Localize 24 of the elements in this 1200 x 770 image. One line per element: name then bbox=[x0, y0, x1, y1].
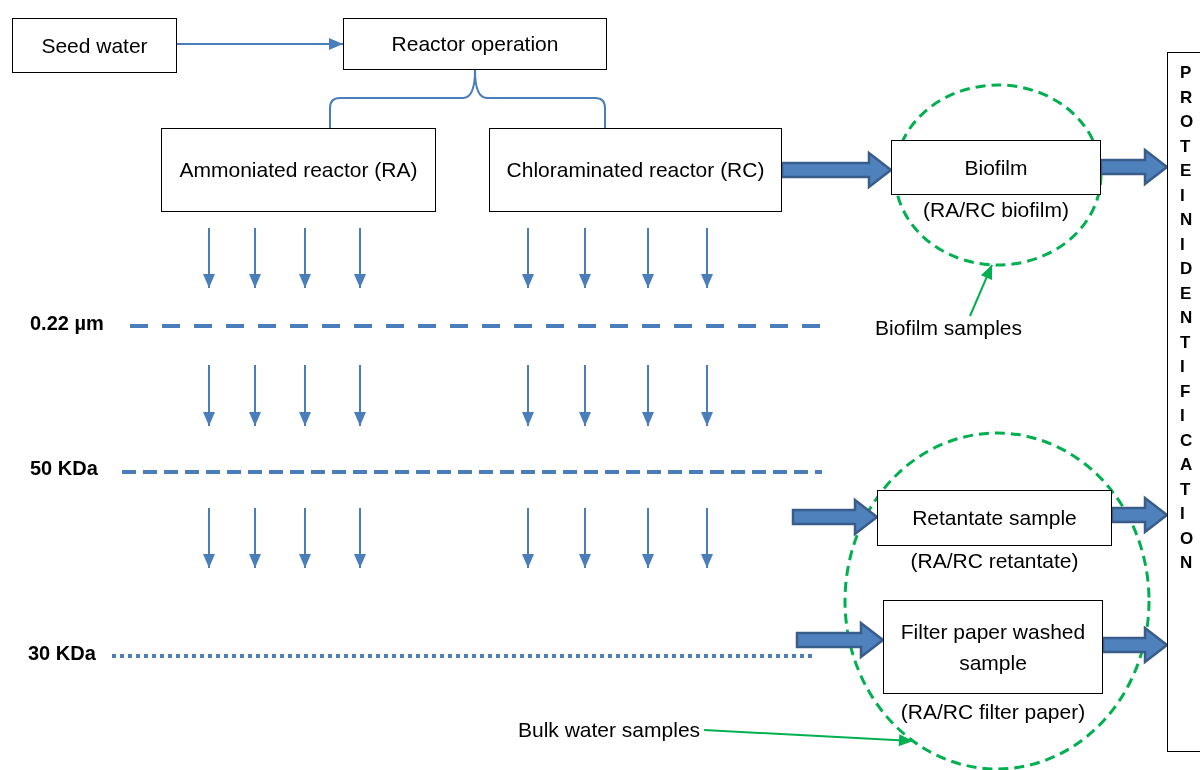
block-arrow bbox=[791, 497, 880, 537]
leader-line bbox=[703, 729, 914, 747]
arrow bbox=[176, 38, 344, 50]
block-arrow bbox=[795, 620, 886, 660]
block-arrow bbox=[780, 150, 894, 190]
filter-size-label: 30 KDa bbox=[28, 642, 96, 665]
sample-caption: (RA/RC retantate) bbox=[909, 549, 1080, 573]
filter-size-label: 50 KDa bbox=[30, 457, 98, 480]
sample-caption: (RA/RC filter paper) bbox=[899, 700, 1087, 724]
filter-size-label: 0.22 µm bbox=[30, 312, 104, 335]
callout-text: Bulk water samples bbox=[518, 718, 701, 742]
block-arrow bbox=[1110, 495, 1170, 535]
process-box: Seed water bbox=[12, 18, 177, 73]
process-box: Reactor operation bbox=[343, 18, 607, 70]
brace-line bbox=[474, 69, 606, 129]
result-panel: PROTEIN IDENTIFICATION bbox=[1167, 52, 1200, 752]
callout-text: Biofilm samples bbox=[875, 316, 1023, 340]
sample-caption: (RA/RC biofilm) bbox=[922, 198, 1070, 222]
leader-line bbox=[969, 263, 993, 317]
block-arrow bbox=[1101, 625, 1170, 665]
block-arrow bbox=[1099, 147, 1170, 187]
process-box: Chloraminated reactor (RC) bbox=[489, 128, 782, 212]
sample-group-ellipse bbox=[893, 83, 1103, 267]
process-box: Ammoniated reactor (RA) bbox=[161, 128, 436, 212]
